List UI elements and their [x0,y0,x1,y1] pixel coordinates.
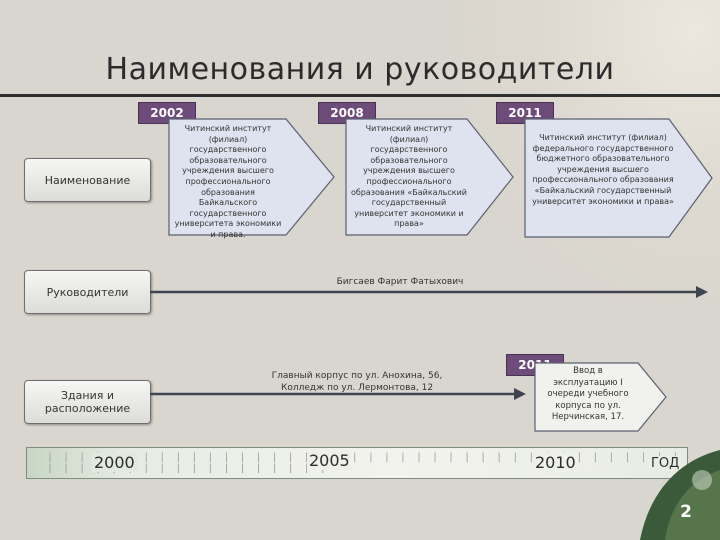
leader-name: Бигсаев Фарит Фатыхович [336,277,464,287]
timeline-unit: ГОД [649,456,682,471]
timeline-ticks: | | | | | | | | | | | | | | | | | | | | … [47,452,681,474]
buildings-new-text: Ввод в эксплуатацию I очереди учебного к… [547,366,629,422]
leaders-arrow [150,286,708,298]
row-label-buildings: Здания и расположение [24,380,151,424]
buildings-chevron [534,362,667,432]
buildings-arrow [150,388,526,400]
corner-decoration [640,450,720,540]
page-number: 2 [680,502,692,522]
name-text-2008: Читинский институт (филиал) государствен… [350,124,468,229]
name-text-2011: Читинский институт (филиал) федерального… [532,133,674,206]
row-label-leaders: Руководители [24,270,151,314]
page-title: Наименования и руководители [105,52,615,87]
timeline-label-2000: 2000 [92,453,137,472]
timeline-bar: | | | | | | | | | | | | | | | | | | | | … [26,447,688,479]
name-chevron-2 [345,118,514,236]
name-text-2002: Читинский институт (филиал) государствен… [174,124,282,239]
name-chevron-1 [168,118,335,236]
name-chevron-3 [524,118,713,238]
row-label-names: Наименование [24,158,151,202]
buildings-main-text: Главный корпус по ул. Анохина, 56, Колле… [271,371,443,393]
title-divider [0,94,720,97]
timeline-label-2005: 2005 [307,451,352,470]
timeline-label-2010: 2010 [533,453,578,472]
